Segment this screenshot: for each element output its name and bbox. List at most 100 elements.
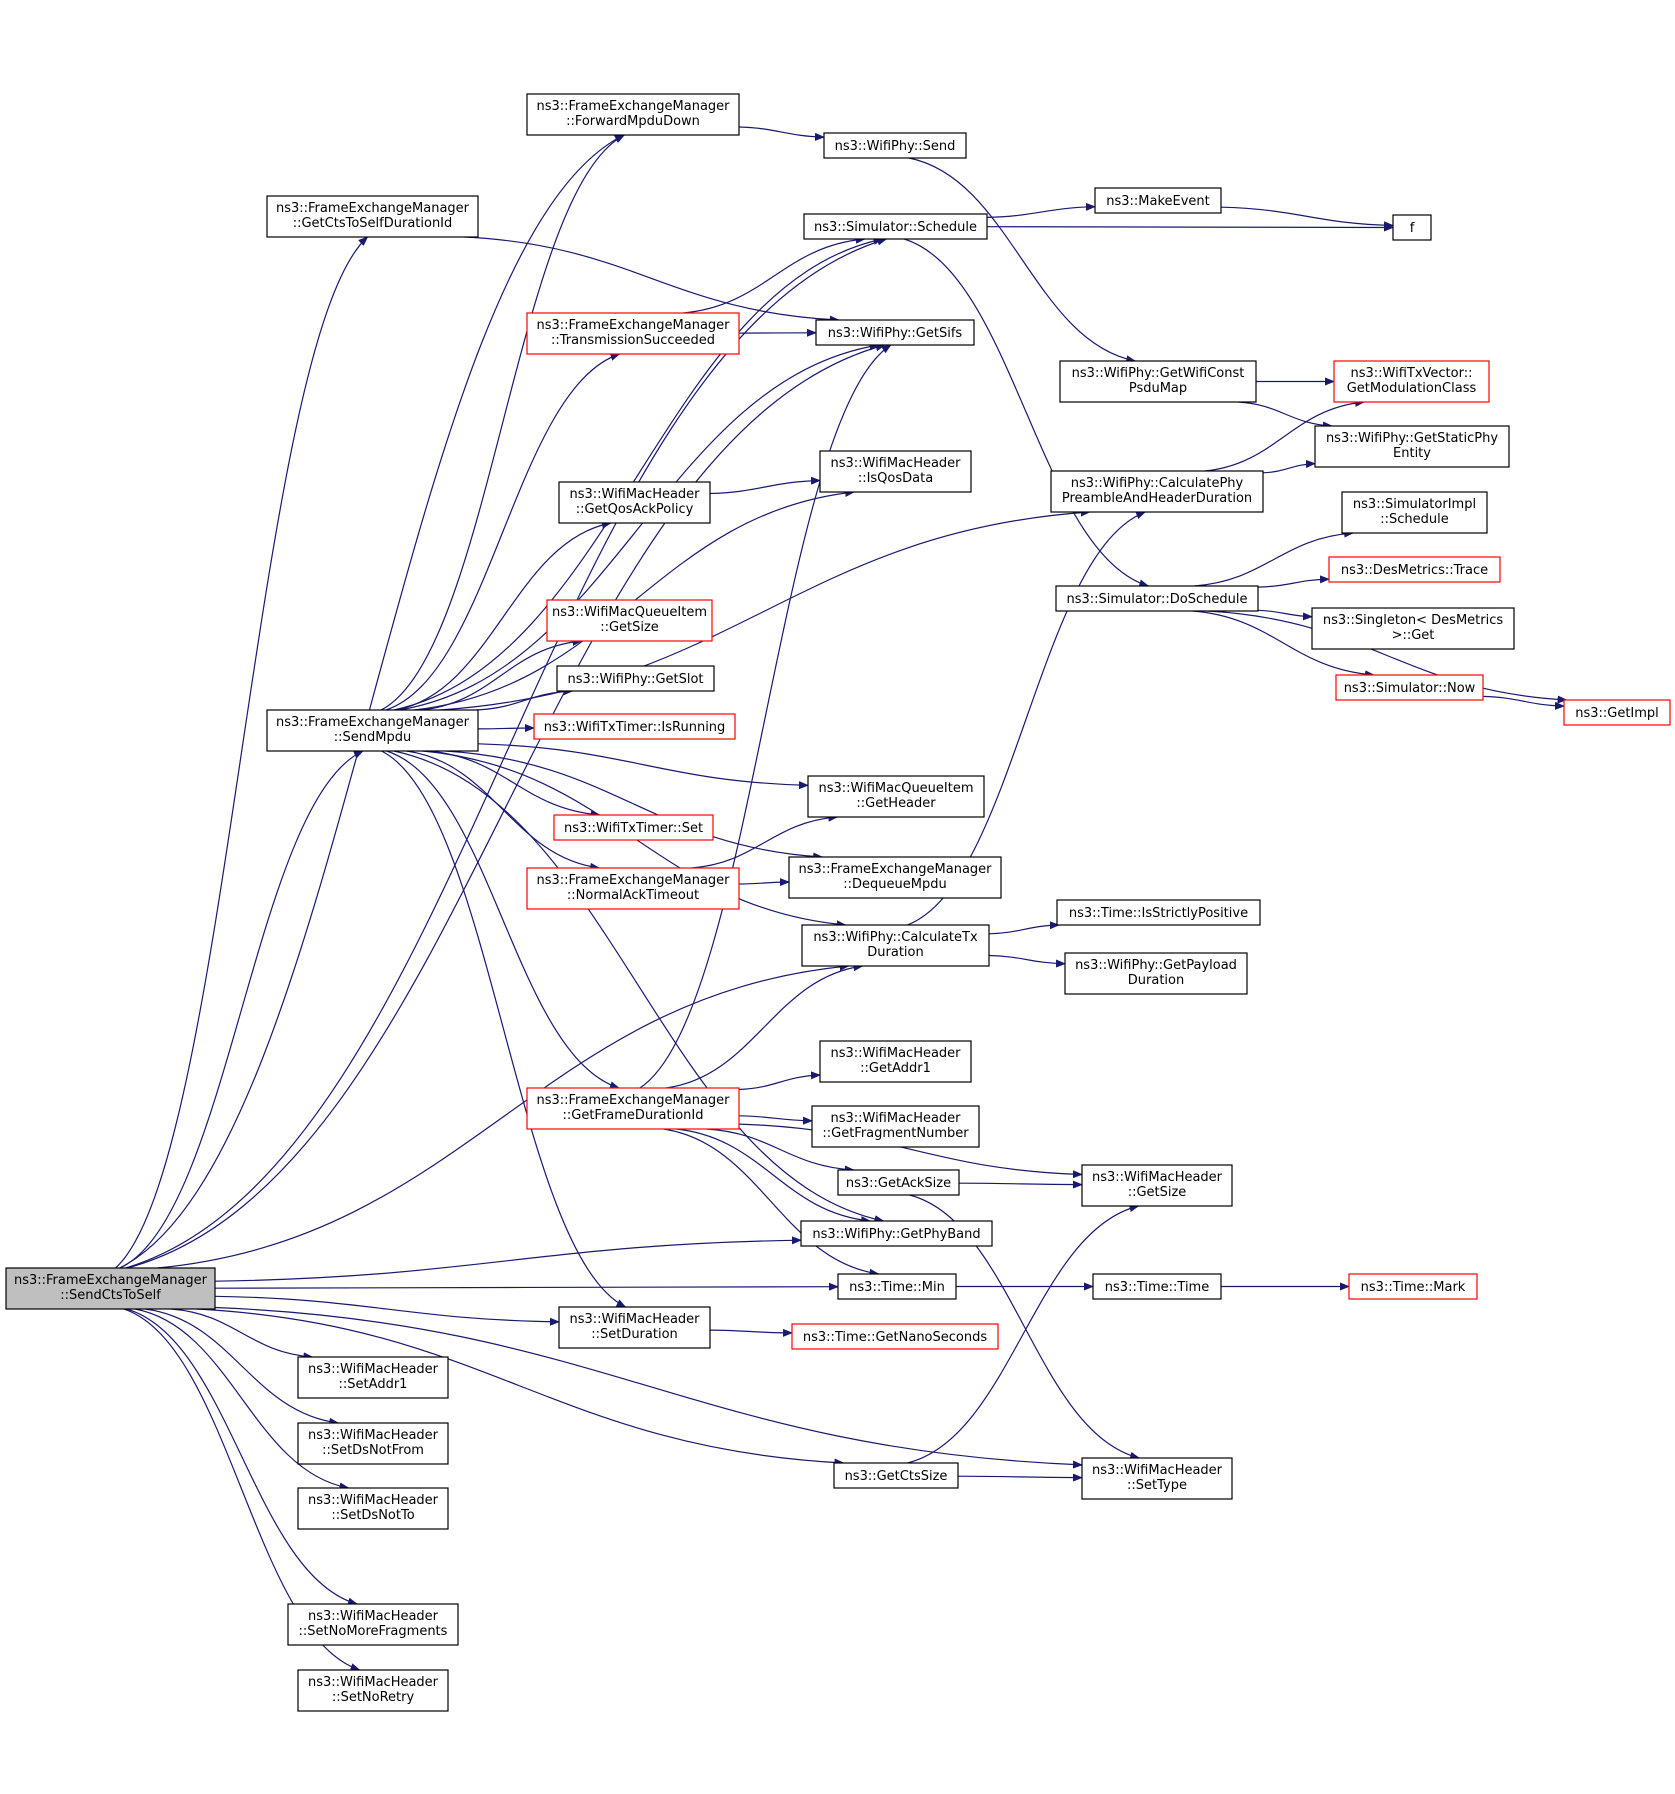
node-box [819,450,972,493]
node-trace[interactable]: ns3::DesMetrics::Trace [1328,556,1501,583]
node-ctssize[interactable]: ns3::GetCtsSize [833,1462,959,1489]
node-fragnum[interactable]: ns3::WifiMacHeader::GetFragmentNumber [811,1105,980,1148]
edge-qosack-to-isqos [709,476,821,495]
node-box [1348,1273,1478,1300]
edge-dosch-to-single [1257,609,1313,621]
node-fwd[interactable]: ns3::FrameExchangeManager::ForwardMpduDo… [526,93,740,136]
node-ackto[interactable]: ns3::FrameExchangeManager::NormalAckTime… [526,867,740,910]
node-tmark[interactable]: ns3::Time::Mark [1348,1273,1478,1300]
node-box [1081,1457,1233,1500]
node-ttime[interactable]: ns3::Time::Time [1092,1273,1222,1300]
node-label: ns3::WifiTxTimer::IsRunning [544,720,726,735]
edge-dosch-to-implsch [1194,529,1355,587]
node-box [1056,899,1261,926]
node-root[interactable]: ns3::FrameExchangeManager::SendCtsToSelf [5,1267,216,1310]
node-acksize[interactable]: ns3::GetAckSize [837,1169,960,1196]
node-box [800,1220,993,1247]
node-sifs[interactable]: ns3::WifiPhy::GetSifs [815,319,975,346]
node-sendmpdu[interactable]: ns3::FrameExchangeManager::SendMpdu [266,709,479,752]
node-label: ns3::GetCtsSize [845,1469,948,1484]
node-strict[interactable]: ns3::Time::IsStrictlyPositive [1056,899,1261,926]
node-label: ::GetSize [600,620,659,635]
node-nanos[interactable]: ns3::Time::GetNanoSeconds [791,1323,999,1350]
node-label: ns3::WifiMacHeader [308,1428,439,1443]
node-label: ::DequeueMpdu [843,877,946,892]
edge-txdur-to-strict [988,921,1060,935]
node-send[interactable]: ns3::WifiPhy::Send [823,132,967,159]
edge-dosch-to-trace [1257,575,1330,588]
node-getimpl[interactable]: ns3::GetImpl [1563,699,1671,726]
node-box [556,665,715,692]
node-isqos[interactable]: ns3::WifiMacHeader::IsQosData [819,450,972,493]
node-label: >::Get [1392,628,1435,643]
node-sched[interactable]: ns3::Simulator::Schedule [803,213,988,240]
node-single[interactable]: ns3::Singleton< DesMetrics >::Get [1311,607,1515,650]
node-box [1333,360,1490,403]
node-label: ns3::Simulator::DoSchedule [1066,592,1247,607]
node-preamble[interactable]: ns3::WifiPhy::CalculatePhyPreambleAndHea… [1050,470,1264,513]
node-box [819,1040,972,1083]
edge-sched-to-f [986,223,1394,232]
node-f[interactable]: f [1392,214,1432,241]
node-timerset[interactable]: ns3::WifiTxTimer::Set [553,814,714,841]
node-setaddr1[interactable]: ns3::WifiMacHeader::SetAddr1 [297,1356,449,1399]
node-modcls[interactable]: ns3::WifiTxVector::GetModulationClass [1333,360,1490,403]
node-setdur[interactable]: ns3::WifiMacHeader::SetDuration [558,1306,711,1349]
node-mqhdr[interactable]: ns3::WifiMacQueueItem::GetHeader [807,775,985,818]
node-slot[interactable]: ns3::WifiPhy::GetSlot [556,665,715,692]
node-label: ns3::DesMetrics::Trace [1341,563,1488,578]
node-dsfrom[interactable]: ns3::WifiMacHeader::SetDsNotFrom [297,1422,449,1465]
node-implsch[interactable]: ns3::SimulatorImpl::Schedule [1341,491,1488,534]
node-nomore[interactable]: ns3::WifiMacHeader::SetNoMoreFragments [287,1603,459,1646]
node-box [807,775,985,818]
node-framedur[interactable]: ns3::FrameExchangeManager::GetFrameDurat… [526,1087,740,1130]
node-label: ns3::FrameExchangeManager [536,99,730,114]
node-box [297,1422,449,1465]
node-noretry[interactable]: ns3::WifiMacHeader::SetNoRetry [297,1669,449,1712]
node-label: ns3::WifiMacQueueItem [552,605,707,620]
node-settype[interactable]: ns3::WifiMacHeader::SetType [1081,1457,1233,1500]
node-label: ns3::WifiPhy::GetPayload [1075,958,1237,973]
node-box [1328,556,1501,583]
node-label: ::SendCtsToSelf [60,1288,161,1303]
node-box [788,856,1002,899]
node-ctsdur[interactable]: ns3::FrameExchangeManager::GetCtsToSelfD… [266,195,479,238]
node-tmin[interactable]: ns3::Time::Min [837,1273,957,1300]
node-box [297,1356,449,1399]
node-mkev[interactable]: ns3::MakeEvent [1094,187,1222,214]
node-hdrsize[interactable]: ns3::WifiMacHeader::GetSize [1081,1164,1233,1207]
node-txsucc[interactable]: ns3::FrameExchangeManager::TransmissionS… [526,312,740,355]
node-mqsize[interactable]: ns3::WifiMacQueueItem::GetSize [546,599,713,642]
edge-ctssize-to-hdrsize [907,1204,1140,1464]
node-label: ns3::WifiMacHeader [308,1493,439,1508]
node-qosack[interactable]: ns3::WifiMacHeader::GetQosAckPolicy [558,481,711,524]
node-label: Duration [1128,973,1184,988]
node-layer: ns3::FrameExchangeManager::SendCtsToSelf… [5,93,1671,1712]
edge-dosch-to-getimpl [1207,610,1568,704]
node-label: GetModulationClass [1347,381,1477,396]
node-label: ns3::WifiMacQueueItem [818,781,973,796]
node-running[interactable]: ns3::WifiTxTimer::IsRunning [533,713,736,740]
node-label: ns3::WifiMacHeader [1092,1170,1223,1185]
node-deq[interactable]: ns3::FrameExchangeManager::DequeueMpdu [788,856,1002,899]
node-now[interactable]: ns3::Simulator::Now [1335,674,1484,701]
node-addr1[interactable]: ns3::WifiMacHeader::GetAddr1 [819,1040,972,1083]
node-label: ::TransmissionSucceeded [551,333,715,348]
node-box [1314,425,1510,468]
node-phyband[interactable]: ns3::WifiPhy::GetPhyBand [800,1220,993,1247]
node-box [297,1487,449,1530]
node-label: ns3::FrameExchangeManager [536,873,730,888]
node-dsto[interactable]: ns3::WifiMacHeader::SetDsNotTo [297,1487,449,1530]
node-box [1335,674,1484,701]
node-label: ::GetCtsToSelfDurationId [293,216,453,231]
node-label: ::GetSize [1128,1185,1187,1200]
node-dosch[interactable]: ns3::Simulator::DoSchedule [1055,585,1259,612]
edge-framedur-to-tmin [663,1128,880,1277]
edge-framedur-to-fragnum [738,1115,813,1125]
node-box [558,1306,711,1349]
node-label: ::SetDsNotTo [331,1508,414,1523]
